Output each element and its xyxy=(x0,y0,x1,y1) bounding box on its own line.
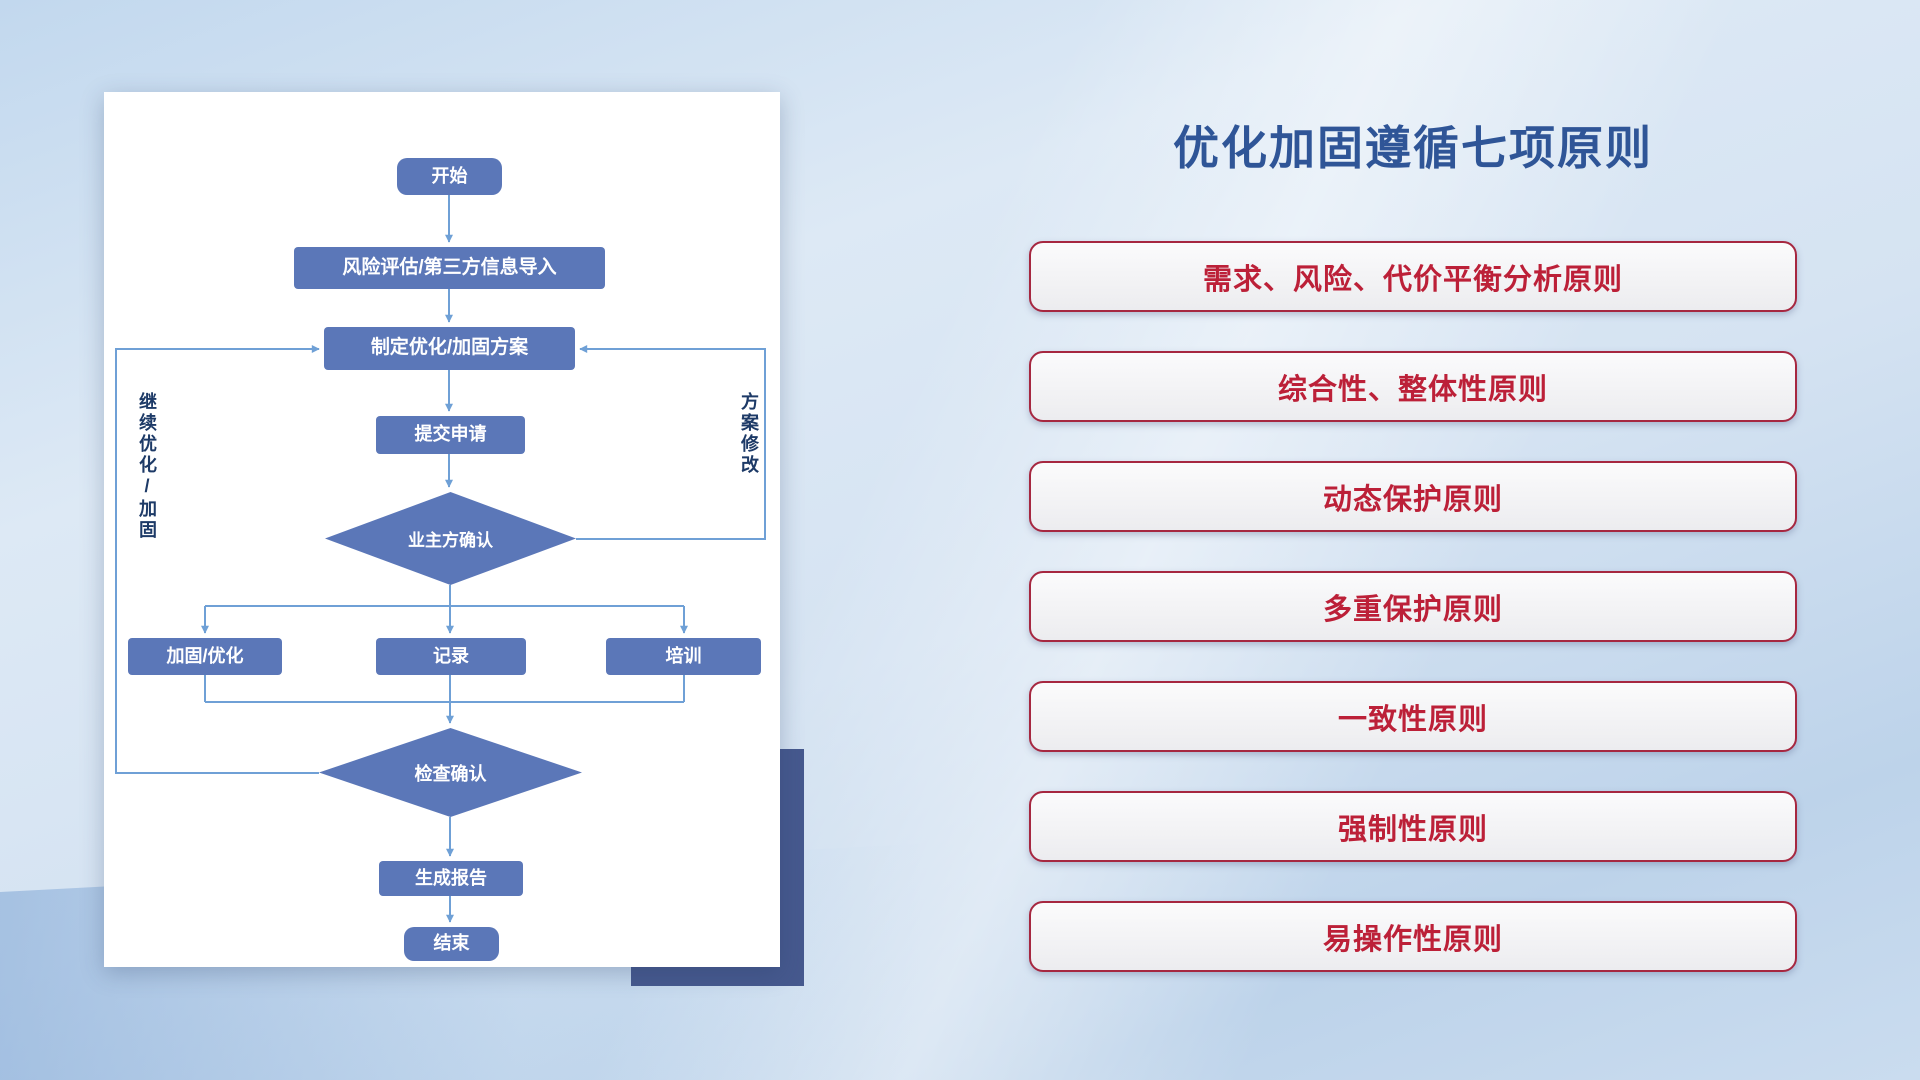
flow-node-end: 结束 xyxy=(404,927,499,961)
flow-node-risk-import: 风险评估/第三方信息导入 xyxy=(294,247,605,289)
flow-node-submit: 提交申请 xyxy=(376,416,525,454)
flow-node-training: 培训 xyxy=(606,638,761,675)
flow-node-record: 记录 xyxy=(376,638,526,675)
flow-node-make-plan: 制定优化/加固方案 xyxy=(324,327,575,370)
principle-item-1: 需求、风险、代价平衡分析原则 xyxy=(1029,241,1797,312)
flow-node-start: 开始 xyxy=(397,158,502,195)
connector-right-loop xyxy=(576,345,766,540)
principle-item-4: 多重保护原则 xyxy=(1029,571,1797,642)
principle-item-3: 动态保护原则 xyxy=(1029,461,1797,532)
flow-connectors-svg xyxy=(115,195,766,923)
principle-item-7: 易操作性原则 xyxy=(1029,901,1797,972)
flow-node-reinforce: 加固/优化 xyxy=(128,638,282,675)
principle-item-5: 一致性原则 xyxy=(1029,681,1797,752)
principle-item-2: 综合性、整体性原则 xyxy=(1029,351,1797,422)
flow-node-report: 生成报告 xyxy=(379,861,523,896)
connector-left-loop xyxy=(115,345,320,774)
loop-label-continue-optimize: 继续优化/加固 xyxy=(137,392,157,541)
principles-list: 需求、风险、代价平衡分析原则 综合性、整体性原则 动态保护原则 多重保护原则 一… xyxy=(1029,241,1797,972)
principle-item-6: 强制性原则 xyxy=(1029,791,1797,862)
principles-title: 优化加固遵循七项原则 xyxy=(1173,122,1653,174)
flowchart-card: 开始 风险评估/第三方信息导入 制定优化/加固方案 提交申请 业主方确认 加固/… xyxy=(104,92,780,967)
loop-label-plan-revision: 方案修改 xyxy=(739,392,759,476)
